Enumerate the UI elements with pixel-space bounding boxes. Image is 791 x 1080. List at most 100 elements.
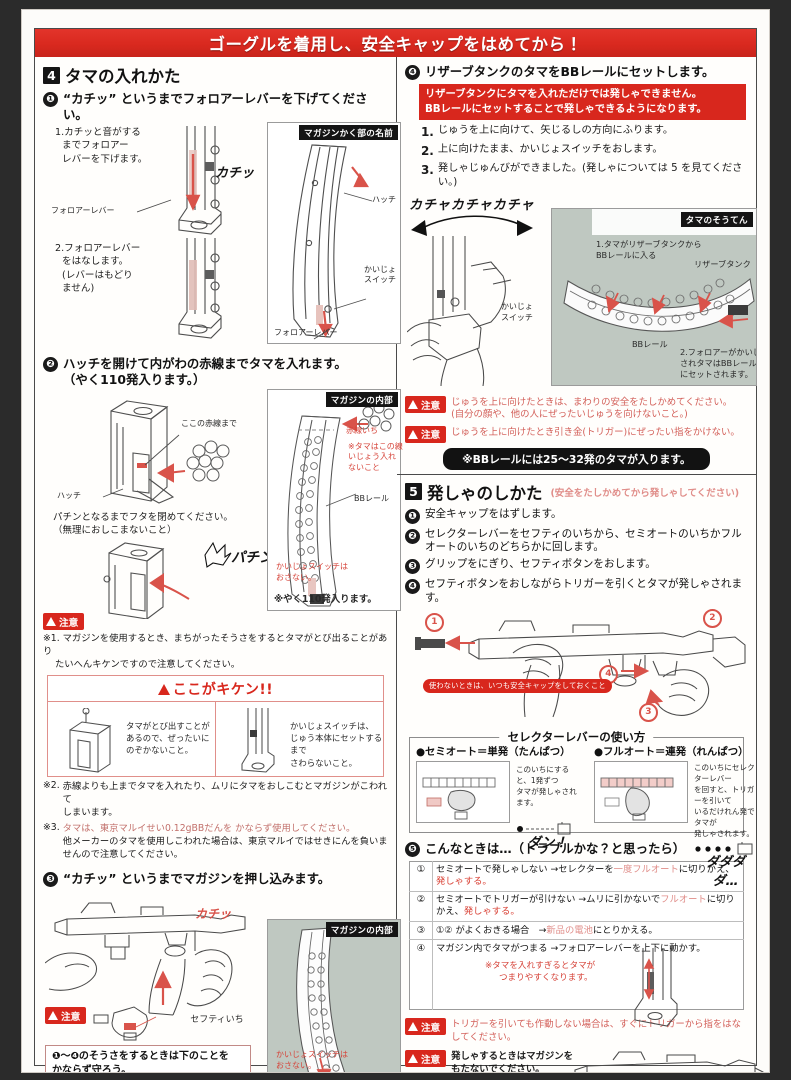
left-step-3-text: “カチッ” というまでマガジンを押し込みます。 (63, 871, 331, 887)
safety-rules-box: ❶〜❹のそうさをするときは下のことを かならず守ろう。 1. 安全キャップをして… (45, 1045, 251, 1072)
caution-chip-2: 注意 (45, 1007, 87, 1025)
danger-cell-left: タマがとび出すことが あるので、ぜったいに のぞかないこと。 (48, 702, 215, 776)
sfx-burst-pachin (204, 541, 232, 568)
warning-triangle-icon-3 (407, 400, 418, 409)
label-here-red-line: ここの赤線まで (181, 419, 237, 428)
selector-mode-full: ●フルオート＝連発（れんぱつ） (593, 743, 757, 892)
label-release-switch-1: かいじょ スイッチ (364, 265, 396, 284)
left-step-1-sub1: 1.カチッと音がする までフォロアー レバーを下げます。 (55, 127, 148, 165)
label-follower-lever-1: フォロアーレバー (51, 206, 115, 215)
burst-shot-trace-icon (695, 841, 753, 855)
right-figure-firing: 1 2 3 4 使わないときは、いつも安全キャップをしておくこと (403, 607, 750, 723)
left-step-1: ❶ “カチッ” というまでフォロアーレバーを下げてください。 (43, 91, 390, 122)
right-step-5-2-text: セレクターレバーをセフティのいちから、セミオートのいちかフルオートのいちのどちら… (424, 527, 742, 554)
label-bb-rail-1: BBレール (354, 494, 389, 503)
final-caution-a-text: トリガーを引いても作動しない場合は、すぐにトリガーから指をはなしてください。 (451, 1019, 742, 1043)
right-step-5-2-number: ❷ (404, 528, 420, 544)
trouble-row-2-text: セミオートでトリガーが引けない →ムリに引かないでフルオートに切りかえ、発しゃす… (432, 891, 744, 923)
right-caution-b-text: じゅうを上に向けたとき引き金(トリガー)にぜったい指をかけない。 (451, 426, 740, 438)
right-step-5-4-number: ❹ (404, 579, 420, 595)
trouble-row-4-index: ④ (409, 939, 433, 1010)
label-do-not-press-release-1: かいじょスイッチは おさない。 (276, 562, 348, 582)
reserve-tank-warning-bar: リザーブタンクにタマを入れただけでは発しゃできません。 BBレールにセットするこ… (418, 84, 746, 120)
trouble-row-3-index: ③ (409, 921, 433, 941)
label-capacity-110: ※やく110発入ります。 (274, 594, 377, 605)
right-caution-b: 注意 じゅうを上に向けたとき引き金(トリガー)にぜったい指をかけない。 (404, 425, 750, 443)
label-follower-lever-2: フォロアーレバー (274, 328, 338, 337)
safety-banner: ゴーグルを着用し、安全キャップをはめてから！ (35, 29, 756, 57)
left-note-3-highlight: タマは、東京マルイせい0.12gBBだんを かならず使用してください。 (62, 823, 356, 835)
magazine-internal-drawing (287, 402, 395, 607)
magazine-full-drawing (292, 144, 373, 340)
label-red-line-position: 赤線いち (346, 426, 378, 435)
figure-label-magazine-parts: マガジンかく部の名前 (299, 125, 398, 140)
right-trouble-heading: ❺ こんなときは…（トラブルかな？と思ったら） (404, 840, 750, 857)
section-4-number: 4 (43, 66, 60, 84)
section-5-subtitle: (安全をたしかめてから発しゃしてください) (550, 487, 740, 499)
safety-cap-tag: 使わないときは、いつも安全キャップをしておくこと (422, 678, 612, 693)
danger-left-text: タマがとび出すことが あるので、ぜったいに のぞかないこと。 (126, 721, 210, 756)
magazine-internal-drawing-2 (296, 927, 346, 1072)
label-do-not-press-release-2: かいじょスイッチは おさない。 (276, 1050, 348, 1070)
leader-line-1 (137, 199, 172, 213)
safety-position-drawing (93, 1006, 157, 1041)
selector-lever-panel: セレクターレバーの使い方 ●セミオート＝単発（たんぱつ） (408, 728, 755, 889)
selector-semi-diagram (415, 760, 510, 823)
right-step-5-1: ❶ 安全キャップをはずします。 (404, 507, 750, 524)
final-caution-b-block: 注意 発しゃするときはマガジンを もたないでください。 タマが出なくなることがあ… (403, 1050, 764, 1072)
left-figure-block-3: カチッ マガジンの内部 (41, 889, 401, 1072)
sfx-kachi-1: カチッ (215, 166, 255, 181)
right-step-4-item-3: 3. 発しゃじゅんびができました。(発しゃについては 5 を見てください。) (420, 162, 743, 189)
label-reserve-tank: リザーブタンク (693, 259, 751, 269)
final-caution-a: 注意 トリガーを引いても作動しない場合は、すぐにトリガーから指をはなしてください… (404, 1018, 750, 1044)
warning-triangle-icon-2 (48, 1011, 58, 1021)
manual-page: ゴーグルを着用し、安全キャップをはめてから！ 4 タマの入れかた ❶ “カチッ”… (22, 10, 769, 1072)
right-trouble-number: ❺ (404, 841, 420, 857)
right-trouble-title: こんなときは…（トラブルかな？と思ったら） (424, 840, 686, 856)
table-row: ② セミオートでトリガーが引けない →ムリに引かないでフルオートに切りかえ、発し… (409, 891, 744, 923)
left-note-2: ※2. 赤線よりも上までタマを入れたり、ムリにタマをおしこむとマガジンがこわれて… (43, 780, 388, 819)
figure-label-magazine-internal: マガジンの内部 (325, 392, 398, 407)
left-step-2-close-caption: パチンとなるまでフタを閉めてください。 （無理におしこまないこと） (53, 512, 233, 537)
selector-full-diagram (593, 760, 688, 823)
trouble-row-4-text: マガジン内でタマがつまる →フォロアーレバーを上下に動かす。 ※タマを入れすぎる… (432, 940, 743, 1027)
right-step-5-1-number: ❶ (404, 508, 420, 524)
right-caution-a: 注意 じゅうを上に向けたときは、まわりの安全をたしかめてください。 (自分の顔や… (404, 396, 750, 422)
figure-magazine-internal: マガジンの内部 (267, 389, 403, 611)
safety-rules-heading: ❶〜❹のそうさをするときは下のことを かならず守ろう。 (52, 1051, 229, 1072)
label-bb-rail-2: BBレール (631, 339, 668, 349)
selector-lever-panel-title: セレクターレバーの使い方 (499, 728, 654, 745)
final-caution-b-text: 発しゃするときはマガジンを もたないでください。 タマが出なくなることがあります… (451, 1051, 574, 1072)
right-step-5-4-text: セフティボタンをおしながらトリガーを引くとタマが発しゃされます。 (424, 578, 743, 604)
danger-panel: ここがキケン!! タマがとび出すことが (47, 675, 384, 778)
magazine-peek-drawing (69, 708, 112, 773)
left-figure-block-2: ここの赤線まで ハッチ パチンとなるまでフタを閉めてください。 （無理におしこま… (41, 389, 403, 619)
trouble-row-1-index: ① (409, 861, 433, 892)
manual-sheet: ゴーグルを着用し、安全キャップをはめてから！ 4 タマの入れかた ❶ “カチッ”… (34, 28, 764, 1072)
figure-label-bb-loading: タマのそうてん (680, 212, 753, 227)
figure-magazine-internal-2: マガジンの内部 (267, 919, 401, 1072)
right-column: ❹ リザーブタンクのタマをBBレールにセットします。 リザーブタンクにタマを入れ… (396, 57, 764, 1072)
right-figure-block-1: カチャカチャカチャ (403, 196, 757, 392)
right-step-5-1-text: 安全キャップをはずします。 (424, 507, 562, 520)
danger-triangle-icon (157, 684, 170, 696)
label-bb-from-reserve: 1.タマがリザーブタンクから BBレールに入る (595, 239, 702, 261)
sfx-pachin: パチン (231, 550, 273, 566)
left-note-3: ※3. タマは、東京マルイせい0.12gBBだんを かならず使用してください。 … (43, 822, 388, 861)
sfx-dadada: ダダダダ… (706, 854, 746, 889)
troubleshooting-table: ① セミオートで発しゃしない →セレクターを一度フルオートに切りかえ、発しゃする… (408, 860, 744, 1027)
left-column: 4 タマの入れかた ❶ “カチッ” というまでフォロアーレバーを下げてください。… (35, 57, 403, 1072)
section-5-title: 発しゃのしかた (426, 483, 543, 503)
right-step-4-text: リザーブタンクのタマをBBレールにセットします。 (424, 64, 715, 79)
section-5-heading: 5 発しゃのしかた (安全をたしかめてから発しゃしてください) (404, 480, 750, 504)
right-step-4-item-2: 2. 上に向けたまま、かいじょスイッチをおします。 (420, 143, 663, 159)
trouble-row-2-index: ② (409, 891, 433, 923)
warning-triangle-icon-4 (407, 429, 418, 439)
right-step-4-number: ❹ (404, 65, 420, 80)
label-hatch-1: ハッチ (372, 195, 396, 204)
label-hatch-2: ハッチ (57, 491, 81, 500)
left-step-2: ❷ ハッチを開けて内がわの赤線までタマを入れます。 （やく110発入ります。） (43, 356, 390, 387)
selector-full-caption: このいちにセレクターレバー を回すと、トリガーを引いて いるだけれん発でタマが … (694, 758, 757, 892)
left-step-1-text: “カチッ” というまでフォロアーレバーを下げてください。 (63, 91, 368, 122)
